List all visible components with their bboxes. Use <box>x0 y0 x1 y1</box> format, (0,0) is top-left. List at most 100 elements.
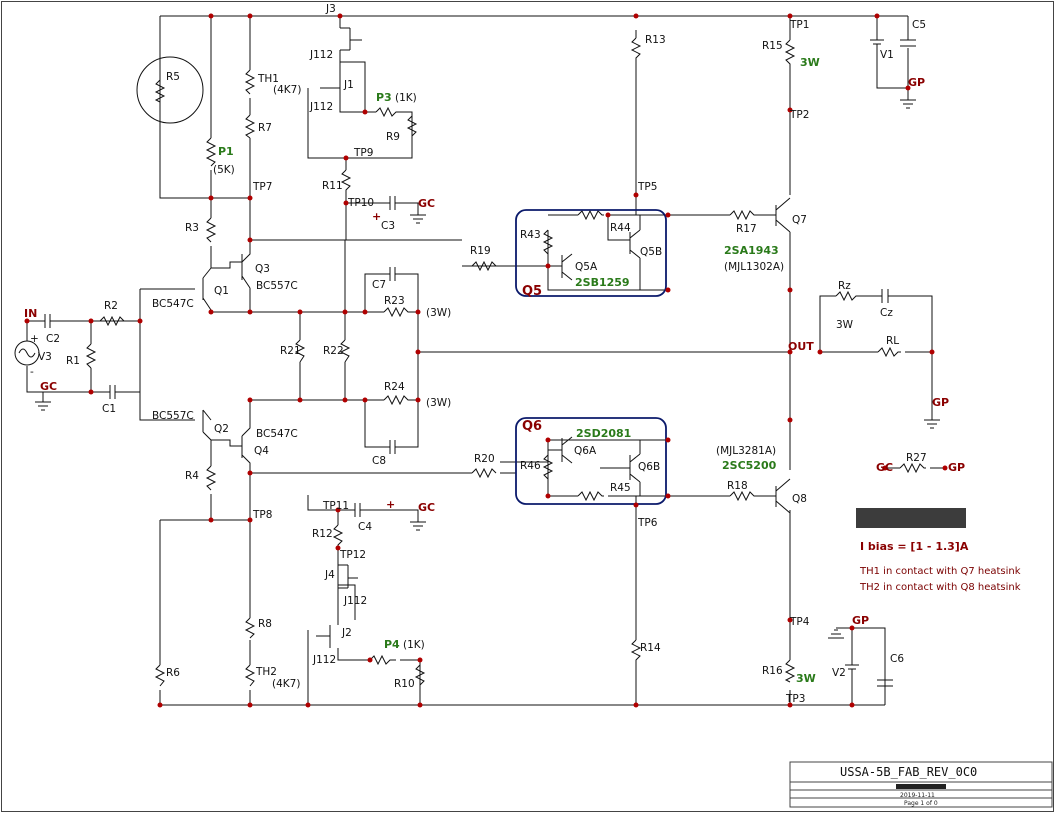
label-r18: R18 <box>727 480 748 492</box>
transistor-q8 <box>775 478 791 514</box>
component-labels: R5 TH1 (4K7) R7 P1 (5K) TP7 R3 Q1 BC547C… <box>24 3 965 705</box>
label-r46: R46 <box>520 460 541 472</box>
label-tp1: TP1 <box>789 19 809 31</box>
label-q7-alt: (MJL1302A) <box>724 261 784 273</box>
label-tp9: TP9 <box>353 147 373 159</box>
label-q8-alt: (MJL3281A) <box>716 445 776 457</box>
label-q8-part: 2SC5200 <box>722 459 777 472</box>
label-c2: C2 <box>46 333 60 345</box>
capacitor-c3 <box>389 196 402 210</box>
label-tp6: TP6 <box>637 517 658 529</box>
label-gp-tr: GP <box>908 76 925 89</box>
resistor-r6 <box>154 664 166 687</box>
label-r45: R45 <box>610 482 631 494</box>
label-tp4: TP4 <box>789 616 810 628</box>
label-q5b: Q5B <box>640 246 662 258</box>
jfet-j2 <box>316 625 331 648</box>
label-th2: TH2 <box>255 666 277 678</box>
resistor-r3 <box>205 217 217 243</box>
label-v3-plus: + <box>30 333 39 345</box>
title-block-title: USSA-5B_FAB_REV_0C0 <box>840 765 977 779</box>
label-q6b: Q6B <box>638 461 660 473</box>
label-r11: R11 <box>322 180 343 192</box>
label-c4-plus: + <box>386 498 395 511</box>
transistor-q6a <box>548 436 573 464</box>
label-out: OUT <box>788 340 814 353</box>
resistor-r27 <box>899 462 926 474</box>
label-q2: Q2 <box>214 423 229 435</box>
ground-gc-top <box>410 214 426 224</box>
notes: I bias = [1 - 1.3]A TH1 in contact with … <box>856 508 1021 593</box>
label-q6-part: 2SD2081 <box>576 427 631 440</box>
label-th2-value: (4K7) <box>272 678 300 690</box>
capacitor-c1 <box>109 385 120 399</box>
battery-v1 <box>870 39 884 62</box>
label-q4: Q4 <box>254 445 269 457</box>
label-p4-value: (1K) <box>403 639 425 651</box>
capacitor-c5 <box>900 39 916 47</box>
label-c8: C8 <box>372 455 386 467</box>
resistor-r24 <box>383 394 410 406</box>
transistor-q6b <box>600 440 641 496</box>
label-r27: R27 <box>906 452 927 464</box>
potentiometer-p1 <box>205 137 217 167</box>
label-rl: RL <box>886 335 899 347</box>
ground-gc-pwr <box>828 627 852 639</box>
label-r43: R43 <box>520 229 541 241</box>
label-j2-part: J112 <box>312 654 336 666</box>
resistor-r43 <box>542 229 554 262</box>
label-r1: R1 <box>66 355 80 367</box>
resistor-r16 <box>784 659 796 683</box>
label-r10: R10 <box>394 678 415 690</box>
note-th2: TH2 in contact with Q8 heatsink <box>859 582 1021 593</box>
resistor-r15 <box>784 39 796 70</box>
label-r44: R44 <box>610 222 631 234</box>
label-v3-minus: - <box>30 366 34 378</box>
resistor-r5 <box>154 79 166 103</box>
label-j4: J4 <box>324 569 335 581</box>
label-c5: C5 <box>912 19 926 31</box>
label-r16: R16 <box>762 665 783 677</box>
label-v2: V2 <box>832 667 846 679</box>
ground-gc-in <box>35 401 51 411</box>
label-p3-value: (1K) <box>395 92 417 104</box>
note-th1: TH1 in contact with Q7 heatsink <box>859 566 1021 577</box>
jfet-j3 <box>340 27 362 51</box>
resistor-th1 <box>244 69 256 95</box>
label-r9: R9 <box>386 131 400 143</box>
label-r14: R14 <box>640 642 661 654</box>
potentiometer-p3 <box>375 106 400 118</box>
label-q5-part: 2SB1259 <box>575 276 630 289</box>
capacitor-c2 <box>44 314 62 328</box>
resistor-r44 <box>577 209 604 221</box>
redacted-note <box>856 508 966 528</box>
label-tp10: TP10 <box>347 197 374 209</box>
label-th1-value: (4K7) <box>273 84 301 96</box>
label-in: IN <box>24 307 37 320</box>
label-gc-top: GC <box>418 197 435 210</box>
label-tp7: TP7 <box>252 181 272 193</box>
label-gp-pwr: GP <box>948 461 965 474</box>
label-r22: R22 <box>323 345 344 357</box>
label-r17: R17 <box>736 223 757 235</box>
components <box>14 27 940 690</box>
capacitor-c6 <box>877 679 893 687</box>
resistor-r4 <box>205 465 217 491</box>
potentiometer-p4 <box>369 654 396 666</box>
label-p4: P4 <box>384 638 400 651</box>
resistor-r45 <box>577 490 604 502</box>
label-c6: C6 <box>890 653 904 665</box>
label-tp11: TP11 <box>322 500 349 512</box>
label-r23: R23 <box>384 295 405 307</box>
label-gc-bot: GC <box>418 501 435 514</box>
label-tp12: TP12 <box>339 549 366 561</box>
label-tp5: TP5 <box>637 181 657 193</box>
label-r3: R3 <box>185 222 199 234</box>
ac-source-v3 <box>14 340 40 366</box>
label-rz-watt: 3W <box>836 319 854 331</box>
junctions <box>24 13 948 708</box>
label-j3-part: J112 <box>309 49 333 61</box>
label-r15-watt: 3W <box>800 56 820 69</box>
